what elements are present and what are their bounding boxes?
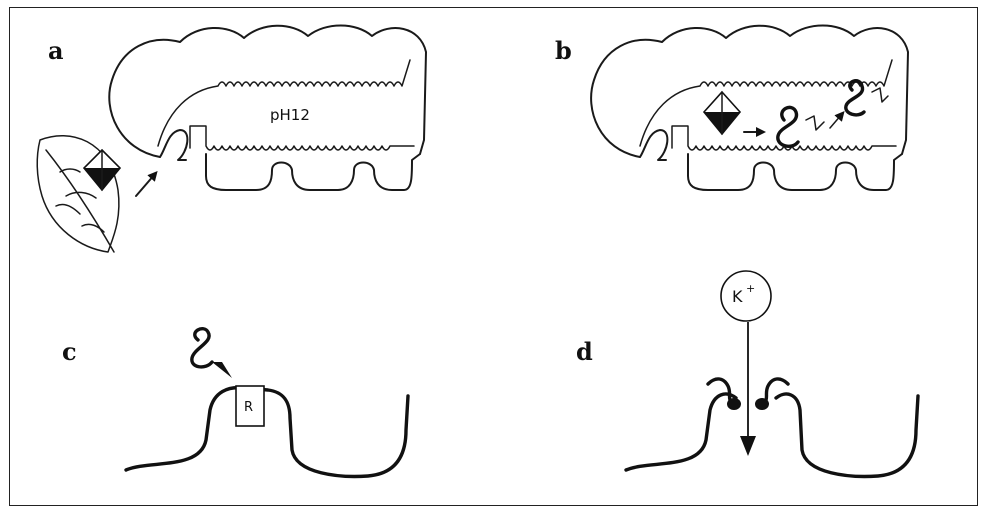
panel-c-label: c xyxy=(62,337,77,366)
panel-a-label: a xyxy=(48,36,64,65)
arrow-icon xyxy=(740,436,756,456)
lumen-lower-wall-a xyxy=(190,126,414,150)
toxin-head-left xyxy=(727,398,741,410)
ion-circle xyxy=(721,271,771,321)
ion-label: K xyxy=(732,287,743,306)
panel-a: a pH12 xyxy=(37,26,426,253)
crystal-icon xyxy=(704,92,740,134)
gut-outline-a xyxy=(109,26,426,158)
panel-b-label: b xyxy=(555,36,572,65)
panel-b: b xyxy=(555,26,908,191)
leaf-icon xyxy=(37,136,119,252)
lumen-upper-wall-b xyxy=(640,60,892,146)
prolegs-a xyxy=(206,154,420,190)
toxin-icon xyxy=(846,81,864,115)
cell-membrane-d xyxy=(626,394,918,476)
arrow-icon xyxy=(136,174,155,196)
toxin-fragment xyxy=(806,116,824,130)
ph-label: pH12 xyxy=(270,106,310,124)
toxin-fragment xyxy=(872,88,888,102)
lumen-upper-wall-a xyxy=(158,60,410,146)
panel-d: d K + xyxy=(576,271,918,476)
prolegs-b xyxy=(688,154,902,190)
crystal-icon xyxy=(84,150,120,190)
toxin-icon xyxy=(778,107,798,146)
toxin-icon xyxy=(192,329,212,367)
cell-membrane-c xyxy=(126,388,408,477)
panel-c: c R xyxy=(62,329,408,477)
toxin-pointer xyxy=(212,362,232,378)
panel-d-label: d xyxy=(576,337,593,366)
arrow-icon xyxy=(830,114,842,128)
toxin-head-right xyxy=(755,398,769,410)
receptor-label: R xyxy=(244,400,253,415)
ion-charge: + xyxy=(746,282,755,295)
mouth-a xyxy=(160,130,187,160)
